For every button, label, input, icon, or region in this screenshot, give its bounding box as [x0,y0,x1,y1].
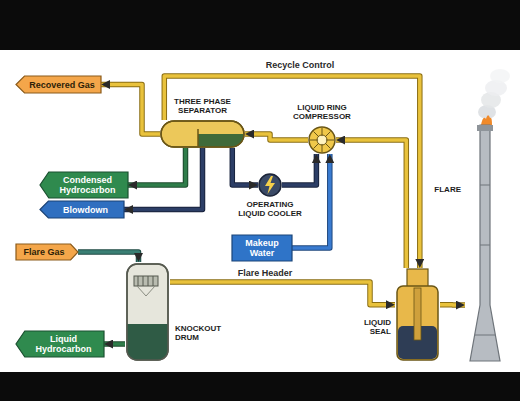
pipe-line [282,154,316,185]
equipment-symbol [160,120,245,148]
equipment-label: LIQUID RING COMPRESSOR [284,103,360,121]
product-arrow: Recovered Gas [16,76,101,93]
box-label: Liquid Hydrocarbon [27,334,100,354]
pipe-label: Recycle Control [264,60,337,71]
equipment-symbol [308,126,336,154]
liquid-seal: LIQUID SEAL [395,268,440,362]
box-label: Flare Gas [23,247,64,257]
top-band [0,0,520,50]
feed-arrow: Flare Gas [16,244,78,260]
product-arrow: Liquid Hydrocarbon [16,331,104,357]
equipment-label: KNOCKOUT DRUM [175,324,235,342]
product-arrow: Blowdown [40,201,124,218]
pipe-line [170,282,395,305]
equipment-symbol [465,125,505,362]
pipe-line [245,134,308,140]
equipment-symbol [395,268,440,362]
equipment-symbol [125,262,170,362]
bottom-band [0,372,520,401]
equipment-symbol [258,173,282,197]
three-phase-separator: THREE PHASE SEPARATOR [160,120,245,148]
equipment-label: THREE PHASE SEPARATOR [168,97,238,115]
box-label: Blowdown [63,205,108,215]
pipe-line [440,304,465,305]
box-label: Condensed Hydrocarbon [51,175,124,195]
pipe-line [101,85,160,135]
feed-box: Makeup Water [232,235,292,261]
pipe-line [128,148,186,185]
knockout-drum: KNOCKOUT DRUM [125,262,170,362]
pipe-line [104,344,125,345]
pipe-line [78,252,139,262]
pipe-line [232,148,258,185]
pipe-label: Flare Header [236,268,295,279]
product-arrow: Condensed Hydrocarbon [40,172,128,198]
equipment-label: LIQUID SEAL [357,318,391,336]
pipe-line [336,140,406,268]
box-label: Recovered Gas [29,80,95,90]
liquid-cooler: OPERATING LIQUID COOLER [258,173,282,197]
liquid-ring-compressor: LIQUID RING COMPRESSOR [308,126,336,154]
box-label: Makeup Water [236,238,288,258]
equipment-label: OPERATING LIQUID COOLER [234,200,306,218]
flare-stack: FLARE [465,125,505,362]
pipe-line [124,148,203,210]
equipment-label: FLARE [427,185,461,194]
pipe-line [292,154,330,248]
